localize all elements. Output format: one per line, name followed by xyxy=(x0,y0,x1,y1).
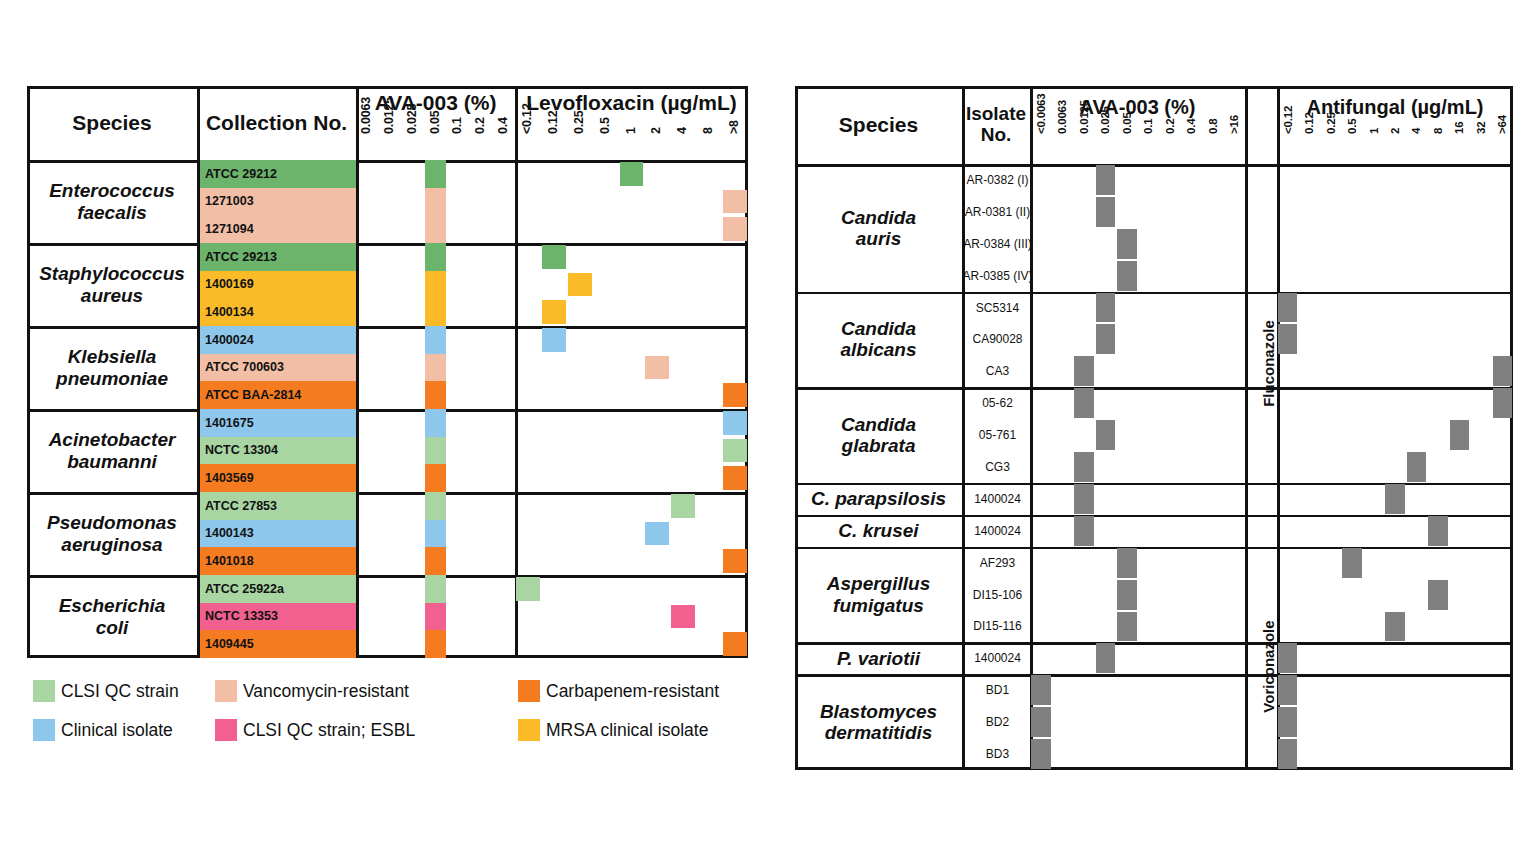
ava-003-marker xyxy=(425,437,446,465)
axis-tick-label: >8 xyxy=(727,120,741,134)
antifungal-marker xyxy=(1278,739,1297,769)
antifungal-marker xyxy=(1428,516,1447,546)
axis-tick-label: 0.05 xyxy=(1121,112,1133,134)
legend-swatch xyxy=(215,719,237,741)
drug-label-fluconazole: Fluconazole xyxy=(1260,321,1277,408)
antifungal-marker xyxy=(1278,324,1297,354)
legend-swatch xyxy=(518,680,540,702)
axis-tick-label: 0.4 xyxy=(496,117,510,134)
species-name: C. krusei xyxy=(795,515,962,547)
ava-003-marker xyxy=(425,492,446,520)
isolate-no-cell: AR-0381 (II) xyxy=(965,196,1030,228)
axis-tick-label: 4 xyxy=(1410,128,1422,134)
ava-003-marker xyxy=(425,243,446,271)
ava-003-marker xyxy=(1117,548,1137,578)
axis-tick-label: 8 xyxy=(1432,128,1444,134)
ava-003-marker xyxy=(425,160,446,188)
species-name: Blastomycesdermatitidis xyxy=(795,674,962,770)
levofloxacin-marker xyxy=(671,605,695,629)
levofloxacin-marker xyxy=(723,217,747,241)
collection-no-cell: NCTC 13353 xyxy=(200,603,356,631)
axis-tick-label: 0.5 xyxy=(1346,119,1358,134)
ava-003-marker xyxy=(1117,612,1137,642)
isolate-no-cell: 05-62 xyxy=(965,387,1030,419)
species-name: Acinetobacterbaumanni xyxy=(27,409,197,492)
levofloxacin-marker xyxy=(645,356,669,380)
levofloxacin-marker xyxy=(723,549,747,573)
column-header-species: Species xyxy=(795,86,962,164)
antifungal-marker xyxy=(1278,643,1297,673)
axis-tick-label: 0.1 xyxy=(450,117,464,134)
axis-tick-label: 1 xyxy=(624,127,638,134)
axis-tick-label: 2 xyxy=(649,127,663,134)
levofloxacin-marker xyxy=(542,300,566,324)
ava-003-marker xyxy=(425,271,446,299)
collection-no-cell: ATCC 25922a xyxy=(200,575,356,603)
antifungal-marker xyxy=(1428,580,1447,610)
levofloxacin-marker xyxy=(723,466,747,490)
legend-swatch xyxy=(33,719,55,741)
species-name: Enterococcusfaecalis xyxy=(27,160,197,243)
isolate-no-cell: 1400024 xyxy=(965,642,1030,674)
levofloxacin-marker xyxy=(723,632,747,656)
collection-no-cell: 1409445 xyxy=(200,630,356,658)
ava-003-marker xyxy=(1031,707,1051,737)
collection-no-cell: 1400169 xyxy=(200,271,356,299)
legend-swatch xyxy=(518,719,540,741)
antifungal-marker xyxy=(1342,548,1361,578)
levofloxacin-marker xyxy=(542,328,566,352)
species-name: Candidaglabrata xyxy=(795,387,962,483)
antifungal-marker xyxy=(1278,293,1297,323)
axis-tick-label: 0.1 xyxy=(1142,119,1154,134)
axis-tick-label: 0.0125 xyxy=(382,97,396,134)
isolate-no-cell: BD3 xyxy=(965,738,1030,770)
ava-003-marker xyxy=(1074,516,1094,546)
ava-003-marker xyxy=(425,630,446,658)
levofloxacin-marker xyxy=(671,494,695,518)
collection-no-cell: 1400134 xyxy=(200,298,356,326)
ava-003-marker xyxy=(425,188,446,216)
species-name: Pseudomonasaeruginosa xyxy=(27,492,197,575)
collection-no-cell: 1403569 xyxy=(200,464,356,492)
isolate-no-cell: CA90028 xyxy=(965,323,1030,355)
ava-003-marker xyxy=(1074,388,1094,418)
isolate-no-cell: DI15-116 xyxy=(965,611,1030,643)
axis-tick-label: 0.0063 xyxy=(1056,100,1068,134)
axis-tick-label: 0.12 xyxy=(1303,112,1315,134)
ava-003-marker xyxy=(425,354,446,382)
isolate-no-cell: BD2 xyxy=(965,706,1030,738)
axis-tick-label: <0.12 xyxy=(520,103,534,134)
ava-003-marker xyxy=(1117,580,1137,610)
legend-label: MRSA clinical isolate xyxy=(546,720,708,741)
axis-tick-label: 8 xyxy=(701,127,715,134)
levofloxacin-marker xyxy=(568,273,592,297)
antifungal-marker xyxy=(1278,707,1297,737)
ava-003-marker xyxy=(425,575,446,603)
collection-no-cell: ATCC 700603 xyxy=(200,354,356,382)
collection-no-cell: ATCC 27853 xyxy=(200,492,356,520)
legend-label: Carbapenem-resistant xyxy=(546,681,719,702)
levofloxacin-marker xyxy=(723,383,747,407)
antifungal-marker xyxy=(1385,612,1404,642)
collection-no-cell: 1271094 xyxy=(200,215,356,243)
antifungal-marker xyxy=(1450,420,1469,450)
table-column-divider xyxy=(1245,86,1248,770)
axis-tick-label: 32 xyxy=(1475,122,1487,134)
ava-003-marker xyxy=(1074,484,1094,514)
isolate-no-cell: AR-0384 (III) xyxy=(965,228,1030,260)
axis-tick-label: >16 xyxy=(1228,115,1240,134)
collection-no-cell: 1400143 xyxy=(200,520,356,548)
isolate-no-cell: 1400024 xyxy=(965,483,1030,515)
ava-003-marker xyxy=(425,520,446,548)
axis-tick-label: 0.05 xyxy=(428,110,442,134)
ava-003-marker xyxy=(425,603,446,631)
legend-label: CLSI QC strain xyxy=(61,681,179,702)
legend-swatch xyxy=(33,680,55,702)
axis-tick-label: 0.25 xyxy=(1325,112,1337,134)
axis-tick-label: 0.0125 xyxy=(1078,100,1090,134)
antifungal-marker xyxy=(1493,356,1512,386)
ava-003-marker xyxy=(425,547,446,575)
isolate-no-cell: AR-0382 (I) xyxy=(965,164,1030,196)
collection-no-cell: 1401675 xyxy=(200,409,356,437)
